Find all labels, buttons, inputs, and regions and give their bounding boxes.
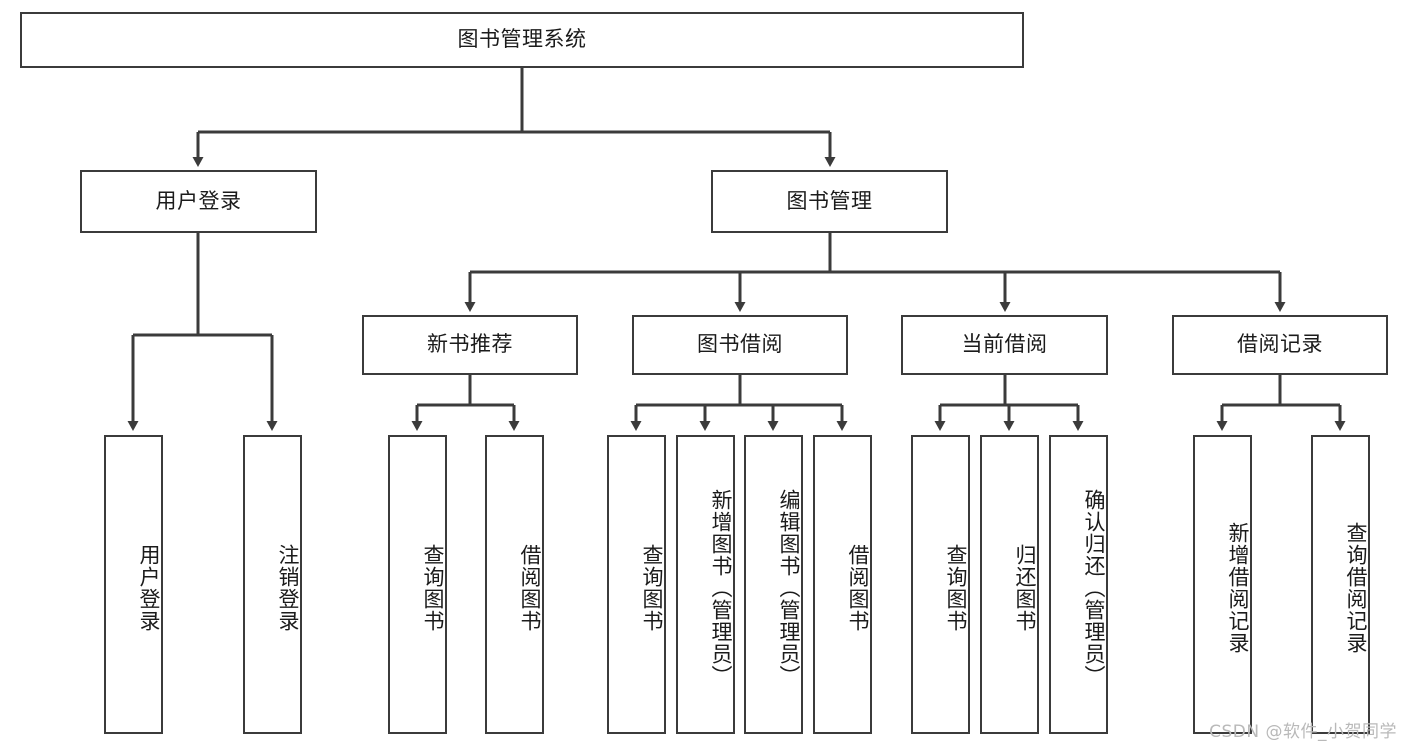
csdn-watermark: CSDN @软件_小贺同学	[1209, 722, 1397, 742]
node-root-label: 图书管理系统	[457, 27, 587, 52]
node-borrow-record-label: 借阅记录	[1237, 332, 1323, 357]
leaf-new-book-query[interactable]: 查询图书	[388, 435, 447, 734]
leaf-borrow-query-book-label: 查询图书	[640, 543, 664, 632]
leaf-new-book-borrow[interactable]: 借阅图书	[485, 435, 544, 734]
leaf-borrow-book-label: 借阅图书	[846, 543, 870, 632]
leaf-add-borrow-record[interactable]: 新增借阅记录	[1193, 435, 1252, 734]
node-book-borrow-label: 图书借阅	[697, 332, 783, 357]
leaf-query-borrow-record-label: 查询借阅记录	[1344, 521, 1368, 654]
leaf-add-borrow-record-label: 新增借阅记录	[1226, 521, 1250, 654]
node-new-book-recommend-label: 新书推荐	[427, 332, 513, 357]
leaf-confirm-return-admin-label: 确认归还（管理员）	[1082, 488, 1106, 687]
leaf-logout[interactable]: 注销登录	[243, 435, 302, 734]
node-current-borrow-label: 当前借阅	[961, 332, 1048, 357]
node-new-book-recommend[interactable]: 新书推荐	[362, 315, 578, 375]
leaf-current-query-book[interactable]: 查询图书	[911, 435, 970, 734]
leaf-new-book-query-label: 查询图书	[421, 543, 445, 632]
leaf-confirm-return-admin[interactable]: 确认归还（管理员）	[1049, 435, 1108, 734]
leaf-return-book[interactable]: 归还图书	[980, 435, 1039, 734]
node-book-management[interactable]: 图书管理	[711, 170, 948, 233]
leaf-edit-book-admin-label: 编辑图书（管理员）	[777, 488, 801, 687]
leaf-user-login-label: 用户登录	[137, 543, 161, 632]
node-user-login[interactable]: 用户登录	[80, 170, 317, 233]
leaf-add-book-admin-label: 新增图书（管理员）	[709, 488, 733, 687]
leaf-current-query-book-label: 查询图书	[944, 543, 968, 632]
leaf-logout-label: 注销登录	[276, 543, 300, 632]
node-root[interactable]: 图书管理系统	[20, 12, 1024, 68]
node-current-borrow[interactable]: 当前借阅	[901, 315, 1108, 375]
node-user-login-label: 用户登录	[155, 188, 242, 213]
leaf-user-login[interactable]: 用户登录	[104, 435, 163, 734]
leaf-borrow-query-book[interactable]: 查询图书	[607, 435, 666, 734]
leaf-query-borrow-record[interactable]: 查询借阅记录	[1311, 435, 1370, 734]
node-book-borrow[interactable]: 图书借阅	[632, 315, 848, 375]
node-book-management-label: 图书管理	[786, 188, 873, 213]
leaf-borrow-book[interactable]: 借阅图书	[813, 435, 872, 734]
leaf-new-book-borrow-label: 借阅图书	[518, 543, 542, 632]
leaf-add-book-admin[interactable]: 新增图书（管理员）	[676, 435, 735, 734]
leaf-edit-book-admin[interactable]: 编辑图书（管理员）	[744, 435, 803, 734]
node-borrow-record[interactable]: 借阅记录	[1172, 315, 1388, 375]
leaf-return-book-label: 归还图书	[1013, 543, 1037, 632]
